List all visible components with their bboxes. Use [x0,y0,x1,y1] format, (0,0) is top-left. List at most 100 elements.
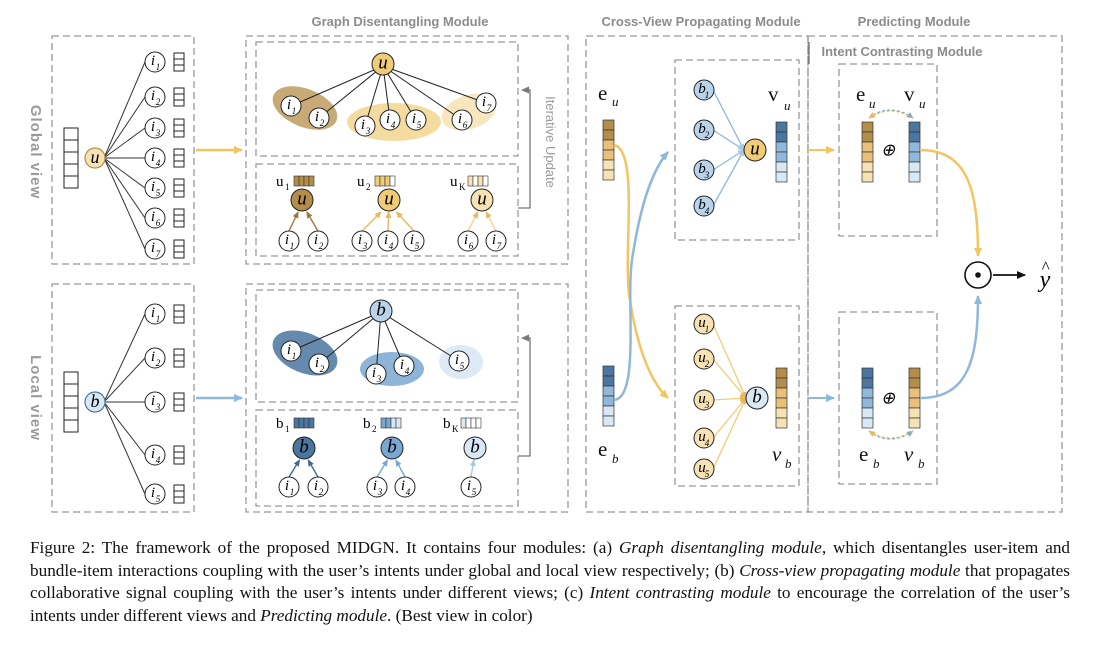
embedding-e-b: e b [598,365,619,466]
prediction-output: ^ y [964,258,1051,293]
local-bundle-node: b [91,391,100,411]
svg-text:i: i [285,478,289,494]
plus-icon: ⊕ [881,389,896,408]
local-input-box [51,283,195,513]
svg-text:i: i [151,349,155,365]
svg-text:4: 4 [705,438,710,448]
svg-text:b: b [698,197,706,213]
svg-text:2: 2 [320,118,325,128]
svg-text:i: i [464,232,468,248]
svg-text:b: b [612,451,619,466]
svg-text:i: i [467,478,471,494]
svg-text:5: 5 [460,361,465,371]
svg-text:u: u [750,139,760,160]
svg-text:i: i [400,357,404,373]
svg-text:u: u [276,174,284,190]
svg-text:u: u [384,189,394,210]
svg-text:b: b [299,437,309,458]
svg-text:3: 3 [376,374,382,384]
svg-text:u: u [477,189,487,210]
cross-user-node: u [743,138,767,162]
svg-text:u: u [784,98,791,113]
embedding-v-u: v u [768,82,791,183]
svg-text:4: 4 [705,206,710,216]
svg-text:u: u [698,350,706,366]
svg-text:u: u [698,460,706,476]
plus-icon: ⊕ [881,141,896,160]
svg-text:1: 1 [156,314,161,324]
svg-text:i: i [151,485,155,501]
svg-text:i: i [314,478,318,494]
svg-text:i: i [401,478,405,494]
svg-text:v: v [768,82,779,106]
svg-text:v: v [904,82,915,106]
local-view-label: Local view [27,355,44,441]
svg-text:i: i [151,179,155,195]
svg-text:b: b [698,121,706,137]
svg-text:i: i [384,232,388,248]
intent-contrast-bottom: ⊕ e b v b [859,367,925,471]
predicting-title: Predicting Module [858,14,971,29]
svg-text:K: K [459,182,466,192]
global-user-node: u [91,147,100,167]
svg-text:7: 7 [156,249,161,259]
svg-text:1: 1 [292,351,297,361]
svg-text:3: 3 [704,400,710,410]
svg-text:7: 7 [487,103,492,113]
svg-text:4: 4 [391,120,396,130]
svg-text:3: 3 [362,241,368,251]
svg-text:6: 6 [156,218,161,228]
svg-text:i: i [455,352,459,368]
svg-text:i: i [151,393,155,409]
svg-text:b: b [276,416,284,432]
svg-text:i: i [315,355,319,371]
svg-text:i: i [412,111,416,127]
svg-text:2: 2 [705,359,710,369]
svg-text:u: u [698,315,706,331]
svg-text:b: b [470,437,480,458]
svg-text:2: 2 [320,364,325,374]
svg-text:2: 2 [372,424,377,434]
svg-text:b: b [387,437,397,458]
svg-text:4: 4 [389,241,394,251]
svg-text:1: 1 [705,324,710,334]
svg-text:i: i [492,232,496,248]
svg-text:e: e [598,81,607,105]
global-view-label: Global view [27,105,44,199]
embedding-e-u: e u [598,81,619,181]
svg-text:b: b [918,456,925,471]
svg-text:i: i [361,117,365,133]
y-hat-label: y [1038,267,1051,293]
svg-text:6: 6 [463,120,468,130]
svg-text:i: i [315,109,319,125]
svg-text:3: 3 [155,402,161,412]
svg-text:i: i [372,365,376,381]
svg-text:1: 1 [285,182,290,192]
svg-text:5: 5 [156,494,161,504]
svg-text:3: 3 [377,487,383,497]
iterative-update-label: Iterative Update [543,96,558,188]
svg-text:i: i [151,446,155,462]
